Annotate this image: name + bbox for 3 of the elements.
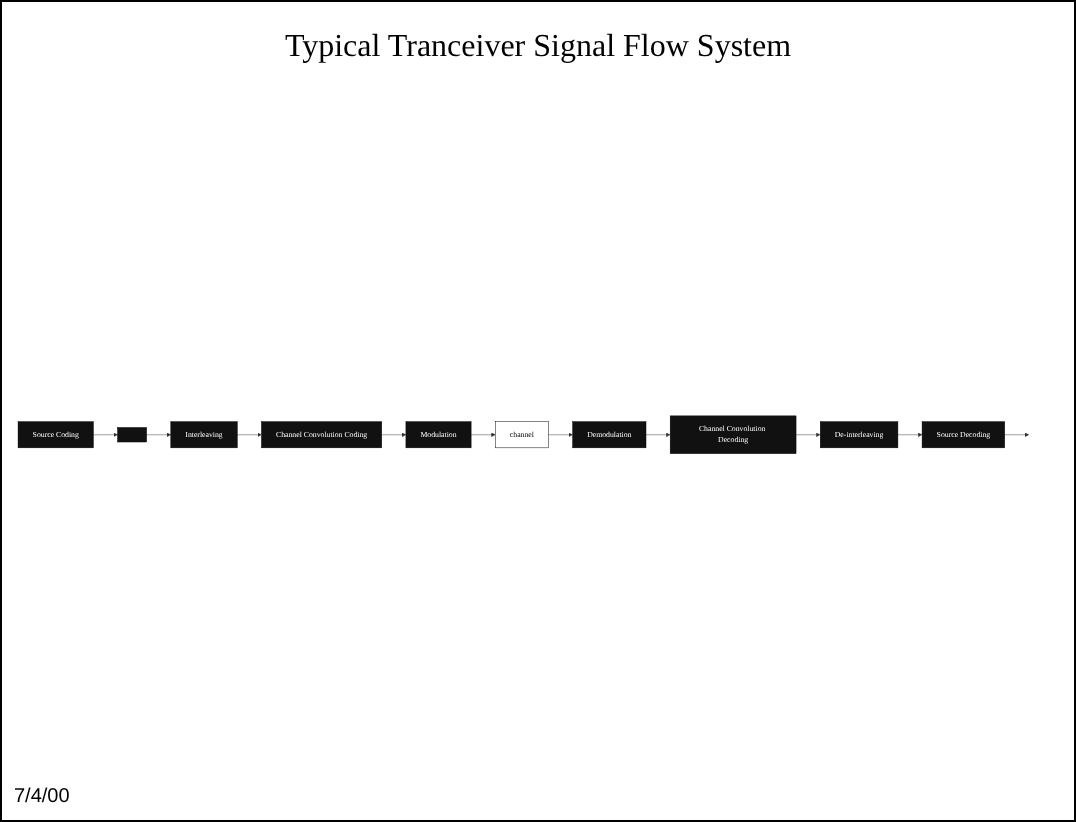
- date-note: 7/4/00: [14, 786, 72, 808]
- diagram-title: Typical Tranceiver Signal Flow System: [282, 30, 794, 66]
- node-box: [117, 426, 147, 442]
